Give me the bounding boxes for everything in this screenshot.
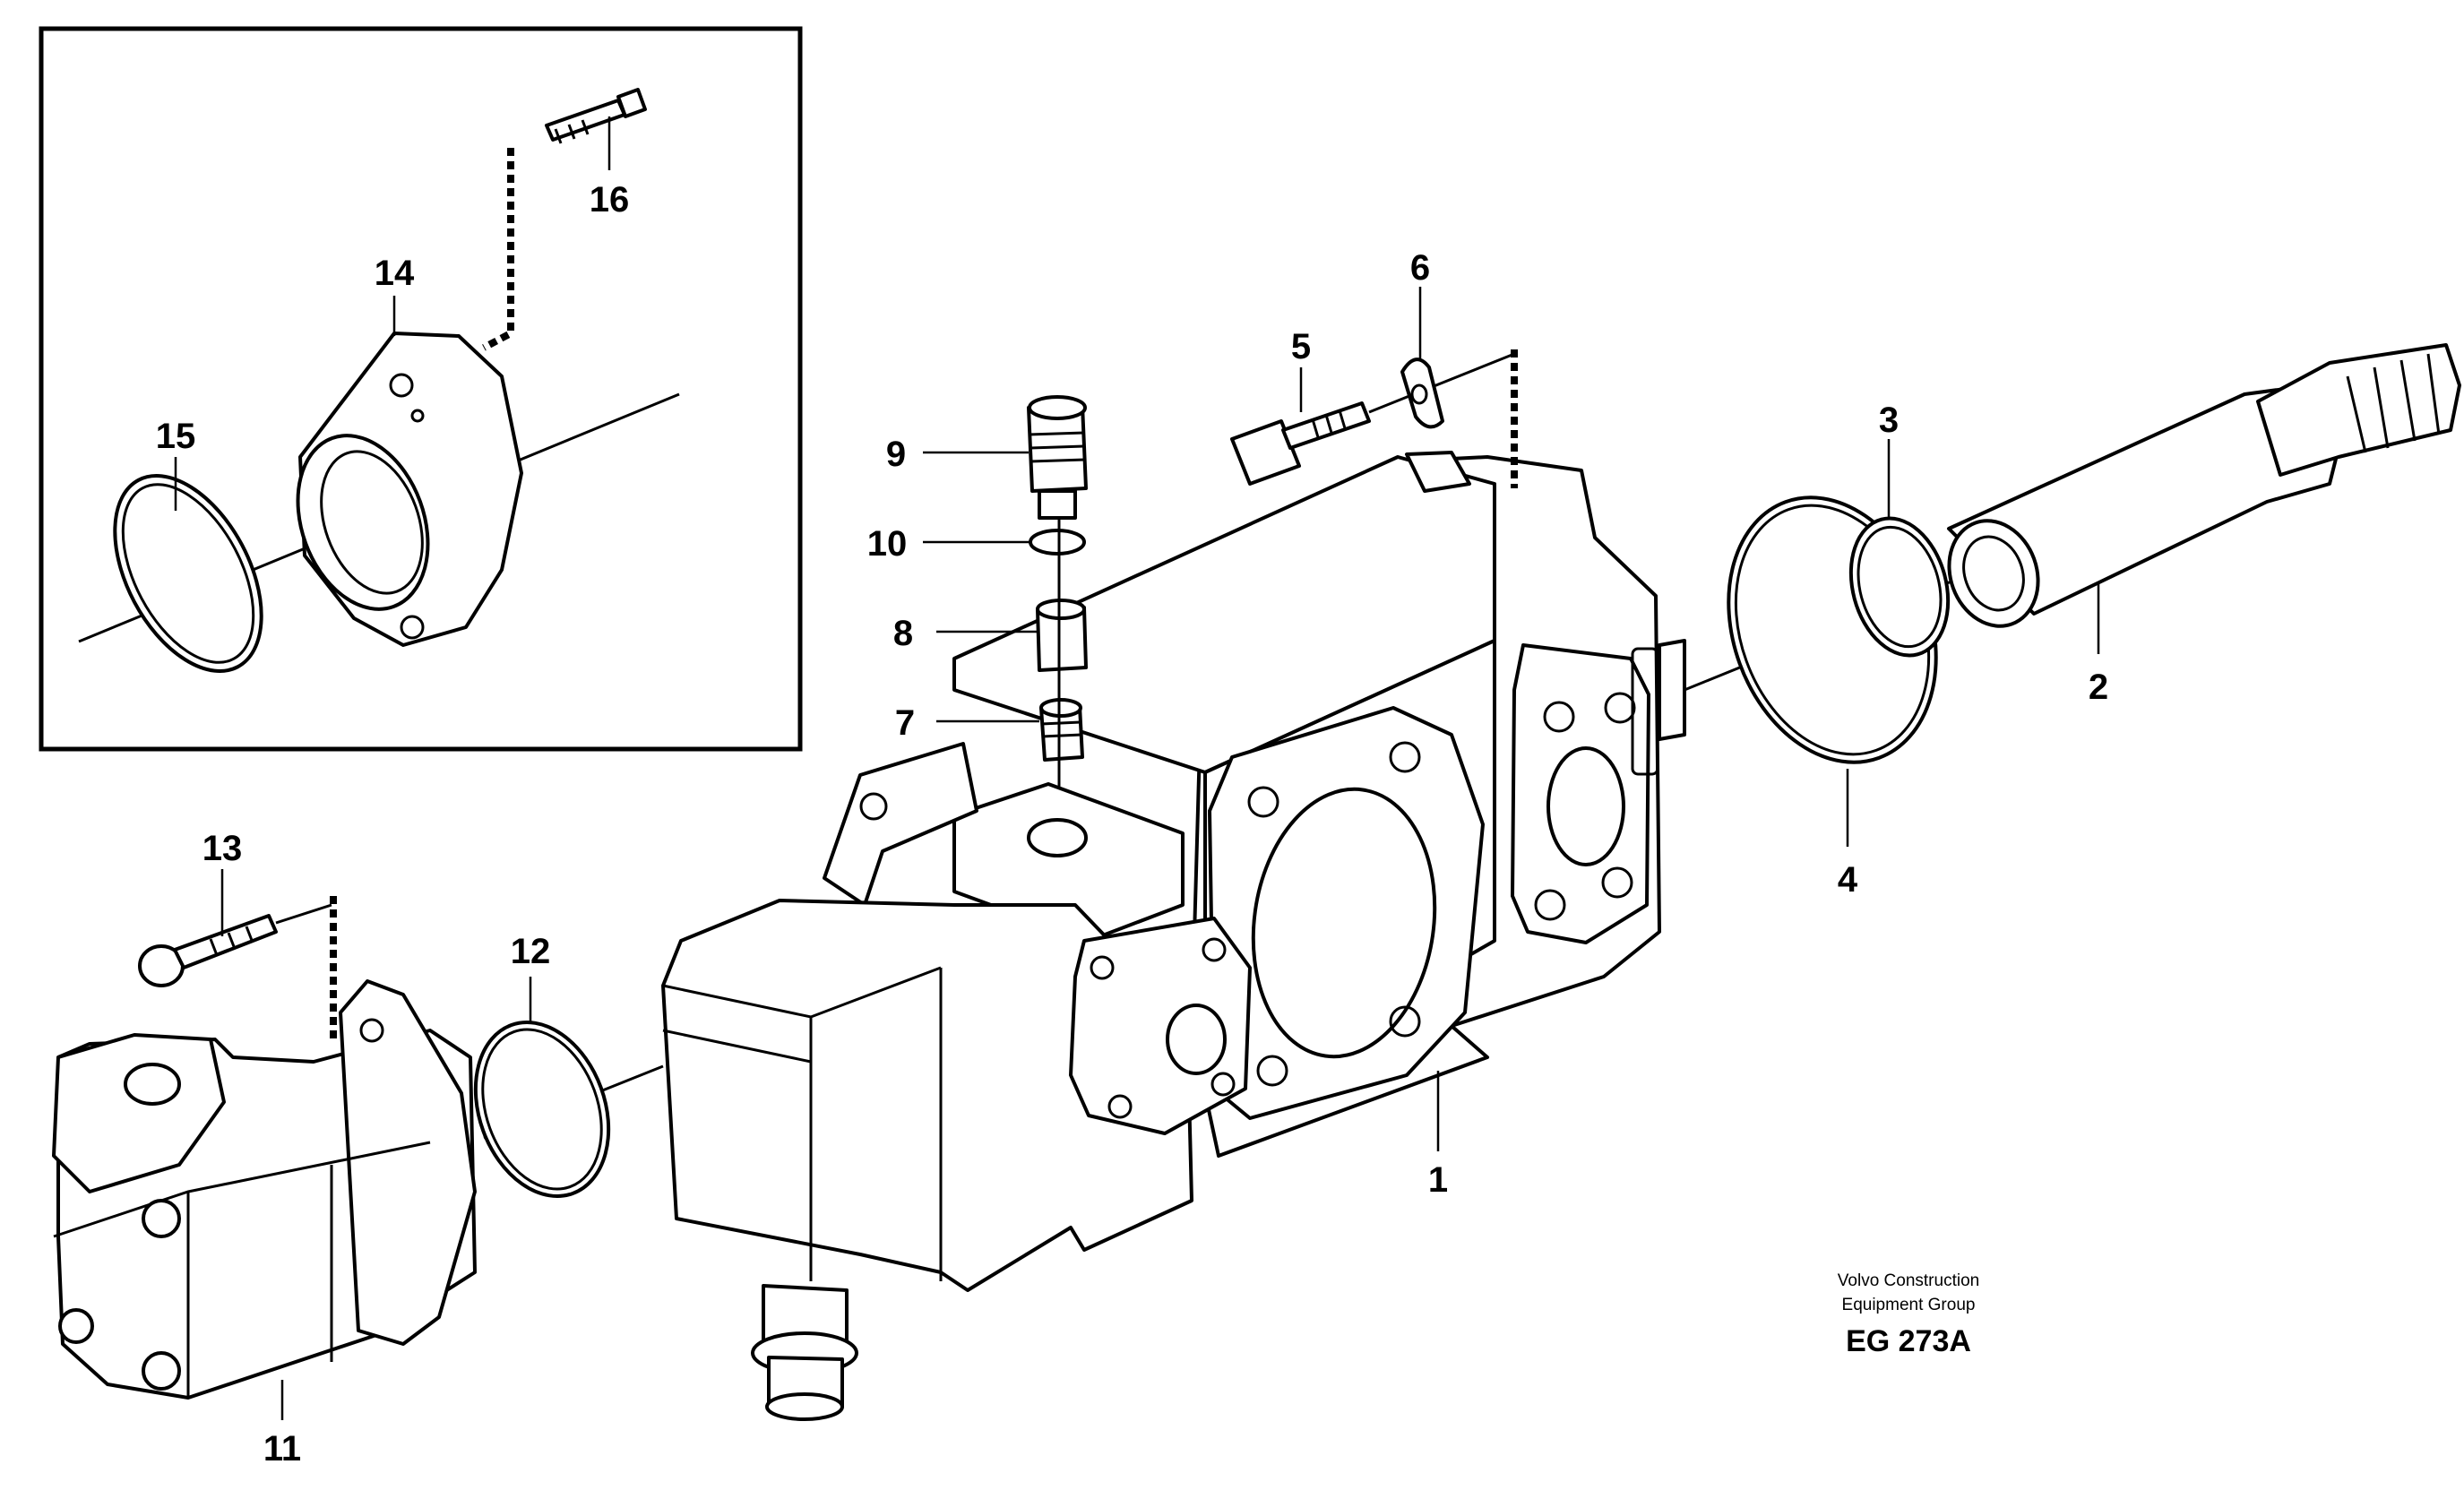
callout-6: 6 [1410, 248, 1430, 288]
callout-7: 7 [895, 703, 915, 743]
part-6-lock-washer [1400, 358, 1444, 429]
part-5-6-axis [1368, 352, 1515, 414]
callout-9: 9 [886, 435, 906, 474]
leader-lines [174, 116, 2100, 1420]
drawing-code: EG 273A [1846, 1324, 1971, 1358]
callout-16: 16 [590, 180, 630, 220]
callout-labels: 1 2 3 4 5 6 7 8 9 10 11 12 13 14 15 16 [156, 180, 2108, 1469]
callout-10: 10 [867, 524, 908, 564]
credit-line-2: Equipment Group [1842, 1296, 1976, 1314]
callout-15: 15 [156, 417, 196, 456]
part-16-screw [545, 88, 647, 144]
part-14-flange [296, 332, 523, 647]
part-3-snap-ring [1848, 516, 1951, 658]
detail-inset [39, 26, 803, 752]
part-8-adapter [1036, 599, 1088, 672]
callout-13: 13 [202, 829, 243, 868]
part-5-screw [1230, 401, 1371, 486]
credit-block: Volvo Construction Equipment Group EG 27… [1838, 1271, 1979, 1358]
part-13-flange-screw [138, 914, 278, 987]
callout-8: 8 [893, 614, 913, 653]
part-11-auxiliary-pump [52, 979, 477, 1400]
part-12-o-ring [473, 1021, 611, 1198]
credit-line-1: Volvo Construction [1838, 1271, 1979, 1290]
callout-5: 5 [1291, 327, 1311, 366]
part-9-valve-cartridge [1027, 395, 1088, 520]
part-1-pump-body [661, 451, 1686, 1421]
callout-2: 2 [2089, 668, 2108, 707]
callout-4: 4 [1838, 860, 1858, 900]
callout-14: 14 [375, 254, 415, 293]
part-16-dash-guide [482, 148, 514, 351]
callout-11: 11 [263, 1429, 301, 1469]
part-7-fitting [1039, 698, 1084, 762]
part-13-axis [275, 903, 332, 925]
part-10-o-ring [1029, 529, 1086, 556]
callout-12: 12 [511, 932, 551, 971]
part-15-o-ring [113, 474, 263, 673]
callout-3: 3 [1879, 401, 1899, 440]
callout-1: 1 [1428, 1160, 1448, 1200]
part-2-drive-shaft [1947, 343, 2461, 628]
